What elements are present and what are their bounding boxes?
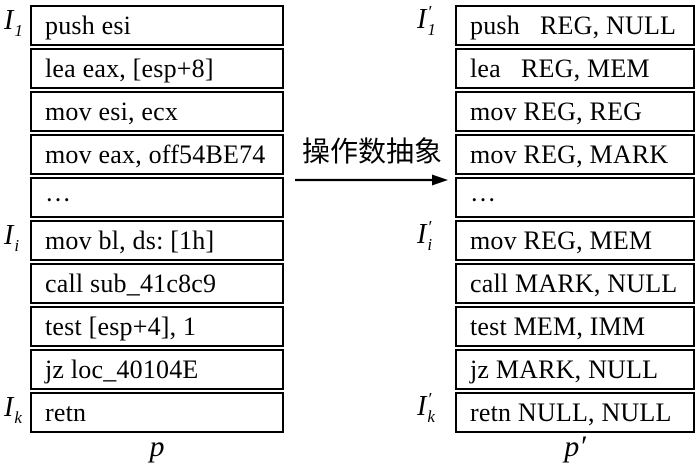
right-instruction-row: mov REG, MARK bbox=[455, 134, 695, 175]
marker-base: I bbox=[4, 5, 14, 36]
left-instruction-row: lea eax, [esp+8] bbox=[30, 48, 284, 89]
row-index-marker: I′i bbox=[417, 217, 433, 254]
instruction-text: jz loc_40104E bbox=[45, 355, 199, 384]
left-table-caption: p bbox=[149, 430, 165, 463]
right-instruction-row: call MARK, NULL bbox=[455, 263, 695, 304]
marker-prime: ′ bbox=[427, 2, 432, 22]
instruction-text: push esi bbox=[45, 11, 132, 40]
marker-subscript: 1 bbox=[427, 20, 436, 39]
instruction-text: mov REG, MARK bbox=[470, 140, 669, 169]
instruction-text: call MARK, NULL bbox=[470, 269, 678, 298]
right-table-caption: p′ bbox=[564, 430, 586, 463]
marker-subscript: k bbox=[14, 408, 22, 427]
instruction-text: mov REG, MEM bbox=[470, 226, 653, 255]
instruction-text: mov REG, REG bbox=[470, 97, 643, 126]
transform-arrow-group: 操作数抽象 bbox=[294, 137, 450, 188]
marker-subscript: i bbox=[427, 235, 433, 254]
instruction-text: mov bl, ds: [1h] bbox=[45, 226, 215, 255]
marker-base: I bbox=[4, 220, 14, 251]
instruction-text: retn NULL, NULL bbox=[470, 398, 672, 427]
marker-base: I bbox=[417, 219, 427, 250]
left-instruction-row: mov eax, off54BE74 bbox=[30, 134, 284, 175]
instruction-text: retn bbox=[45, 398, 87, 427]
instruction-text: mov esi, ecx bbox=[45, 97, 179, 126]
marker-script-stack: i bbox=[14, 223, 19, 254]
right-instruction-row: lea REG, MEM bbox=[455, 48, 695, 89]
marker-script-stack: ′1 bbox=[427, 2, 436, 39]
marker-script-stack: ′k bbox=[427, 389, 435, 426]
marker-prime: ′ bbox=[427, 389, 432, 409]
row-index-marker: I′1 bbox=[417, 2, 436, 39]
marker-subscript: i bbox=[14, 236, 20, 255]
marker-base: I bbox=[4, 392, 14, 423]
instruction-text: push REG, NULL bbox=[470, 11, 677, 40]
marker-script-stack: k bbox=[14, 395, 22, 426]
right-arrow-icon bbox=[295, 174, 448, 186]
transform-arrow-label: 操作数抽象 bbox=[301, 137, 442, 168]
left-instruction-row: test [esp+4], 1 bbox=[30, 306, 284, 347]
right-instruction-row: jz MARK, NULL bbox=[455, 349, 695, 390]
instruction-text: jz MARK, NULL bbox=[470, 355, 659, 384]
row-index-marker: I′k bbox=[417, 389, 435, 426]
instruction-text: call sub_41c8c9 bbox=[45, 269, 217, 298]
instruction-text: lea REG, MEM bbox=[470, 54, 650, 83]
marker-base: I bbox=[417, 391, 427, 422]
instruction-text: … bbox=[45, 178, 73, 207]
right-instruction-row: push REG, NULL I′1 bbox=[417, 3, 695, 46]
marker-subscript: k bbox=[427, 407, 435, 426]
right-instruction-row: retn NULL, NULL I′k bbox=[417, 390, 695, 433]
instruction-text: test MEM, IMM bbox=[470, 312, 646, 341]
instruction-text: test [esp+4], 1 bbox=[45, 312, 197, 341]
instruction-text: lea eax, [esp+8] bbox=[45, 54, 214, 83]
left-instruction-row: jz loc_40104E bbox=[30, 349, 284, 390]
left-instruction-row: … bbox=[30, 177, 284, 218]
right-instruction-row: … bbox=[455, 177, 695, 218]
marker-base: I bbox=[417, 4, 427, 35]
left-instruction-row: mov esi, ecx bbox=[30, 91, 284, 132]
marker-script-stack: 1 bbox=[14, 8, 23, 39]
marker-script-stack: ′i bbox=[427, 217, 433, 254]
right-instruction-row: mov REG, MEM I′i bbox=[417, 218, 695, 261]
marker-prime: ′ bbox=[427, 217, 432, 237]
instruction-text: … bbox=[470, 178, 498, 207]
instruction-text: mov eax, off54BE74 bbox=[45, 140, 266, 169]
left-instruction-row: call sub_41c8c9 bbox=[30, 263, 284, 304]
marker-subscript: 1 bbox=[14, 21, 23, 40]
right-instruction-row: mov REG, REG bbox=[455, 91, 695, 132]
right-instruction-row: test MEM, IMM bbox=[455, 306, 695, 347]
